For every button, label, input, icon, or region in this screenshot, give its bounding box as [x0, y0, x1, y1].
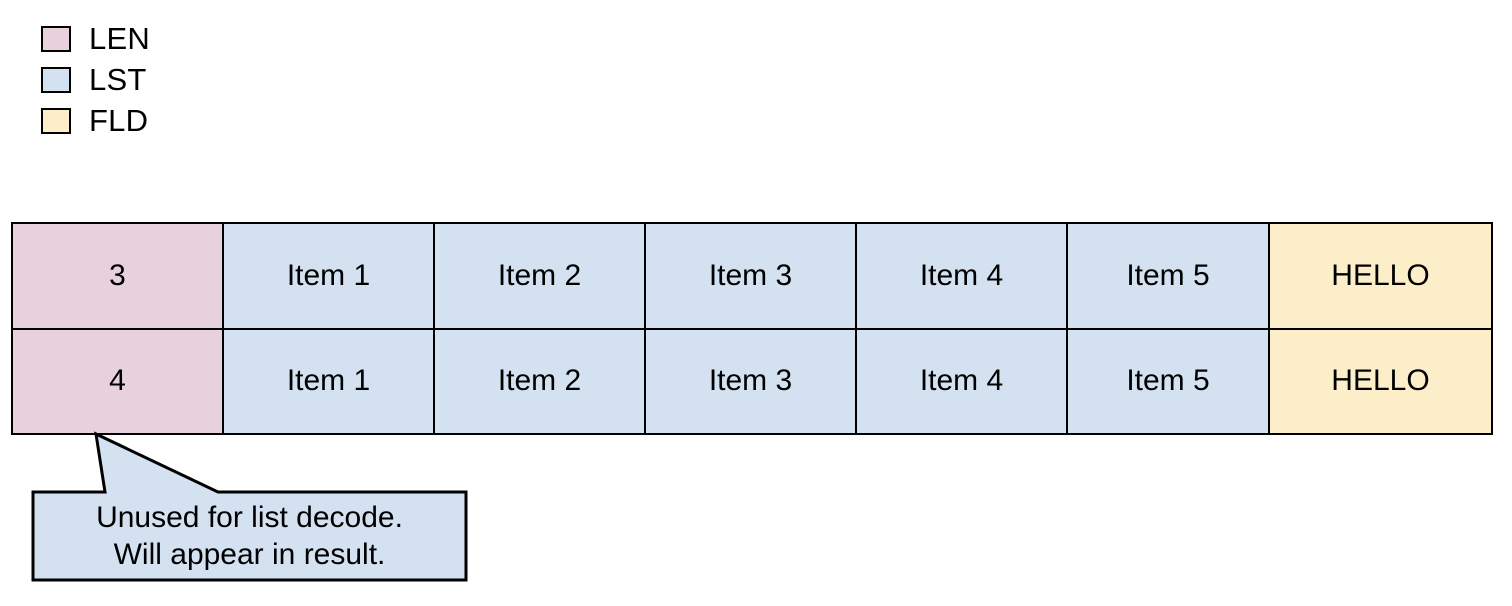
- lst-cell-row1-item5: Item 5: [1068, 224, 1270, 328]
- lst-cell-row2-item2: Item 2: [435, 329, 646, 433]
- legend-label-lst: LST: [89, 62, 147, 97]
- lst-cell-row2-item4: Item 4: [857, 329, 1068, 433]
- legend-swatch-len-icon: [41, 25, 71, 52]
- legend-swatch-lst-icon: [41, 66, 71, 93]
- legend: LEN LST FLD: [41, 18, 441, 141]
- callout-line-2: Will appear in result.: [113, 538, 386, 571]
- fld-cell-row1: HELLO: [1270, 224, 1491, 328]
- legend-item-lst: LST: [41, 59, 441, 100]
- fld-cell-row2: HELLO: [1270, 329, 1491, 433]
- lst-cell-row2-item5: Item 5: [1068, 329, 1270, 433]
- lst-cell-row1-item1: Item 1: [224, 224, 435, 328]
- legend-swatch-fld-icon: [41, 107, 71, 134]
- table-row: 3 Item 1 Item 2 Item 3 Item 4 Item 5 HEL…: [13, 224, 1491, 330]
- legend-item-fld: FLD: [41, 100, 441, 141]
- len-cell-row2: 4: [13, 329, 224, 433]
- callout-line-1: Unused for list decode.: [96, 501, 403, 534]
- len-cell-row1: 3: [13, 224, 224, 328]
- legend-label-fld: FLD: [89, 103, 149, 138]
- lst-cell-row1-item2: Item 2: [435, 224, 646, 328]
- lst-cell-row2-item1: Item 1: [224, 329, 435, 433]
- legend-label-len: LEN: [89, 21, 150, 56]
- callout-text: Unused for list decode. Will appear in r…: [33, 492, 466, 580]
- lst-cell-row1-item4: Item 4: [857, 224, 1068, 328]
- lst-cell-row1-item3: Item 3: [646, 224, 857, 328]
- legend-item-len: LEN: [41, 18, 441, 59]
- table-row: 4 Item 1 Item 2 Item 3 Item 4 Item 5 HEL…: [13, 329, 1491, 433]
- record-layout-table: 3 Item 1 Item 2 Item 3 Item 4 Item 5 HEL…: [11, 222, 1493, 435]
- lst-cell-row2-item3: Item 3: [646, 329, 857, 433]
